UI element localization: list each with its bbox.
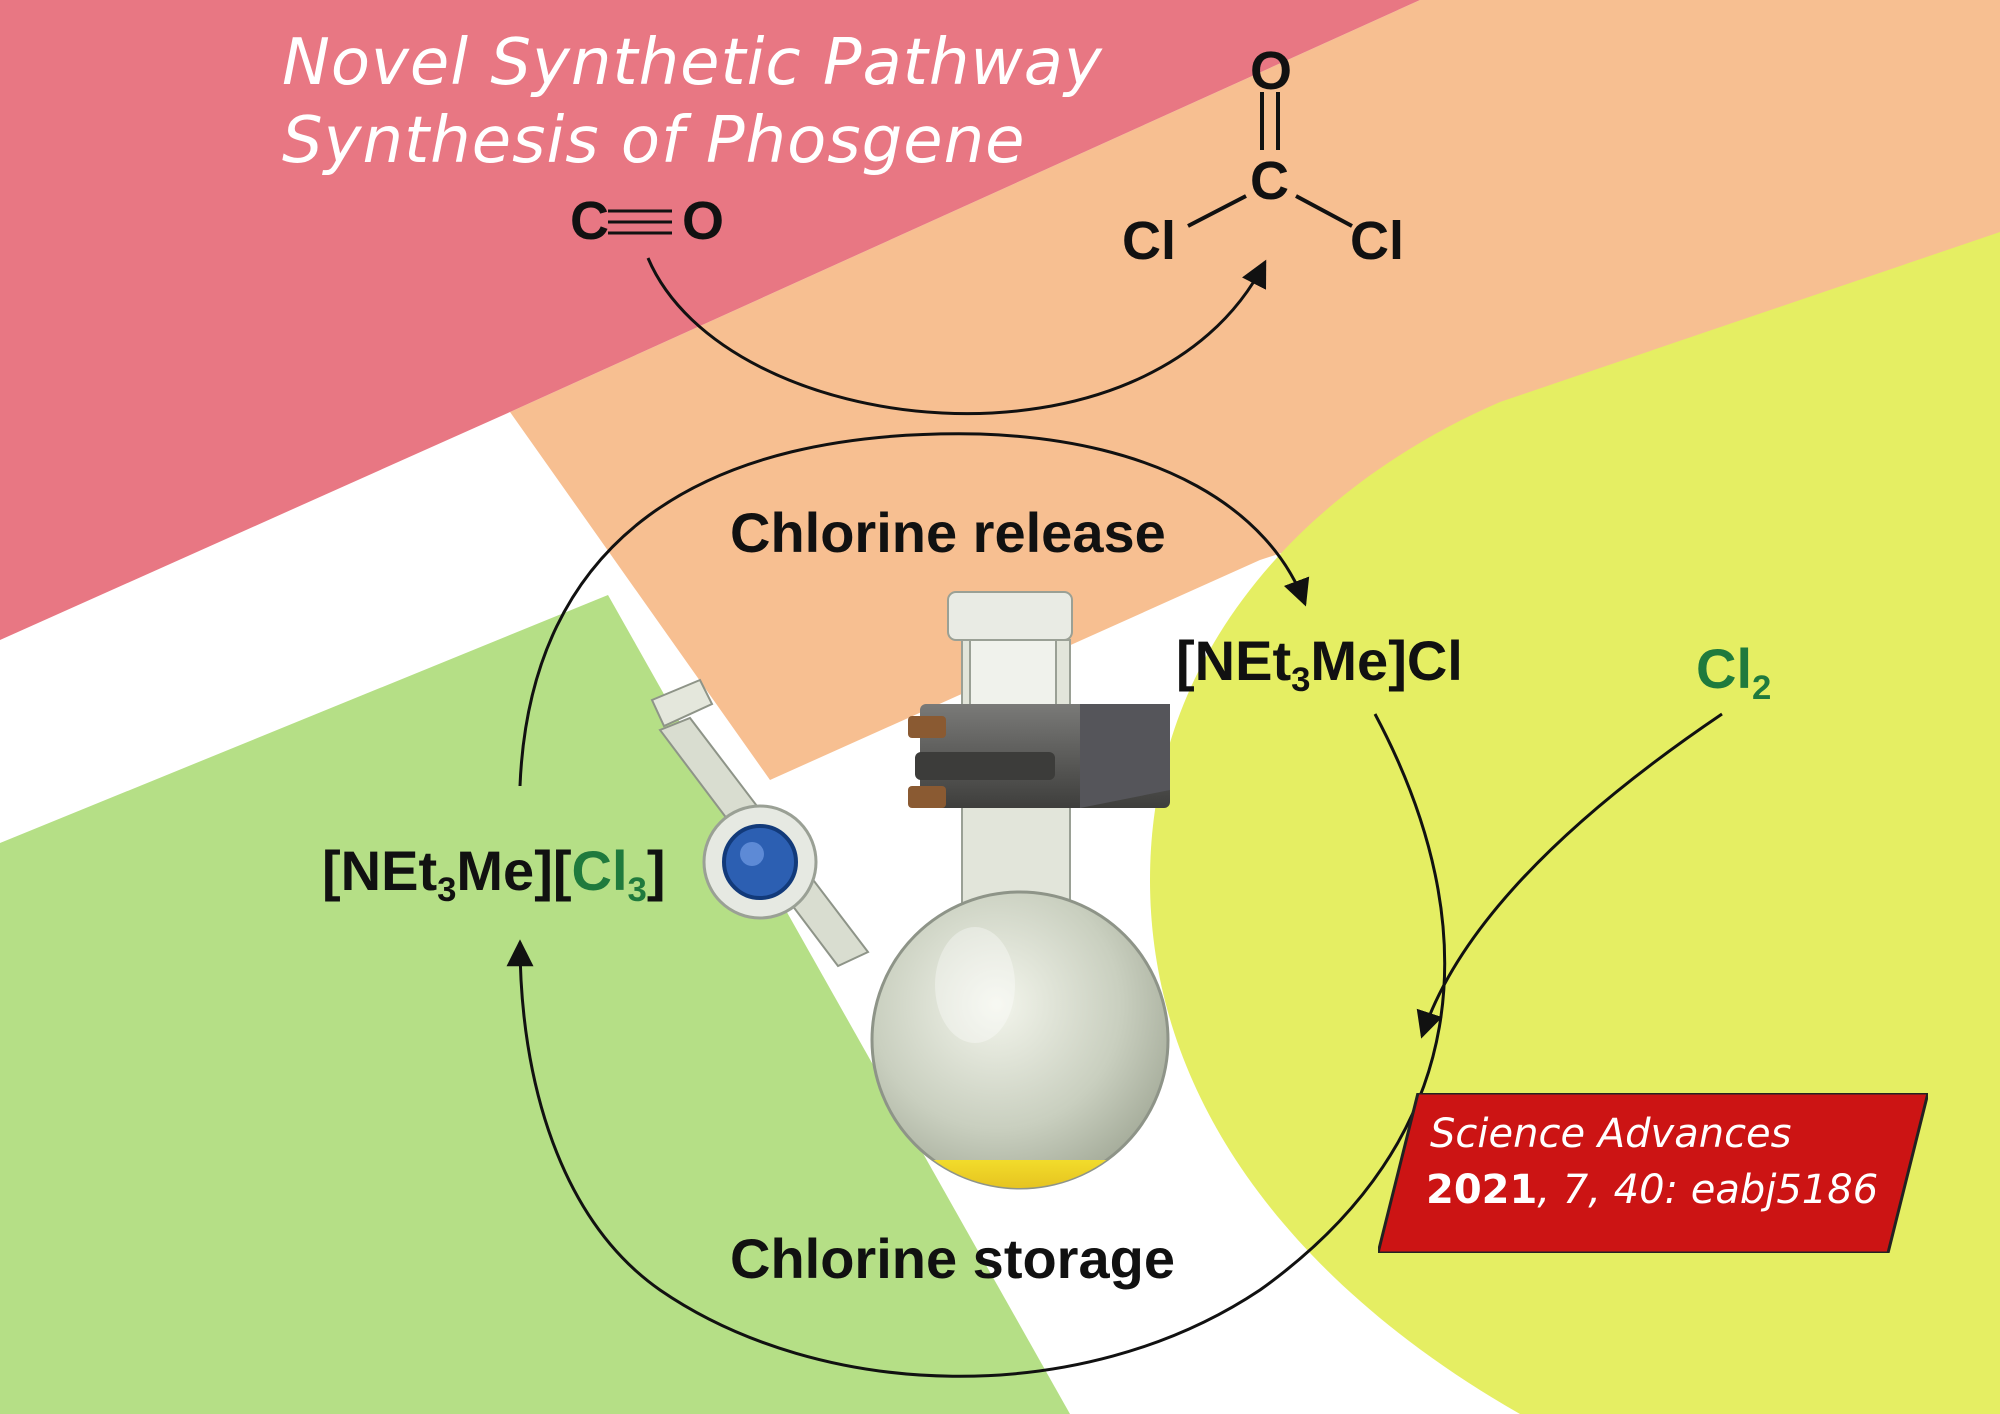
chlorine-storage-label: Chlorine storage [730,1227,1175,1290]
phosgene-chlorine-right: Cl [1350,211,1404,271]
chlorine-gas-subscript: 2 [1752,669,1772,708]
chlorine-storage-arrow [506,713,1447,1378]
trichloride-subscript: 3 [437,871,457,910]
phosgene-oxygen: O [1250,41,1293,101]
trichloride-chlorine: Cl [571,839,628,902]
chlorine-feed-arrow [1416,712,1723,1039]
flask-stopper-joint [969,639,1057,707]
phosgene-bond-left [1187,194,1247,228]
flask-stopper-top [947,591,1073,641]
chlorine-gas-label: Cl2 [1696,636,1771,708]
band-peach [510,0,2000,780]
clamp-arm [1080,704,1170,808]
band-green [0,595,1070,1414]
citation-reference: 2021, 7, 40: eabj5186 [1426,1167,1878,1213]
co-oxygen: O [682,191,725,251]
title-line-1: Novel Synthetic Pathway [282,26,1103,100]
flask-glare [935,927,1015,1043]
citation-parallelogram [1378,1093,1928,1253]
citation-journal: Science Advances [1430,1111,1792,1157]
citation-box: Science Advances 2021, 7, 40: eabj5186 [1378,1093,1928,1253]
band-pink [0,0,1420,640]
flask-hose-adapter [650,678,714,728]
trichloride-salt-label: [NEt3Me][Cl3] [322,838,665,910]
chloride-salt-suffix: Me]Cl [1310,629,1463,692]
clamp-pad-lower [908,786,946,808]
trichloride-middle: Me][ [456,839,572,902]
flask-yellow-liquid [872,1160,1168,1188]
chloride-salt-label: [NEt3Me]Cl [1176,628,1463,700]
phosgene-chlorine-left: Cl [1122,211,1176,271]
clamp-screw-bar [915,752,1055,780]
flask-bulb [870,890,1170,1190]
co-to-phosgene-arrow [646,257,1267,416]
flask-illustration [650,591,1170,1190]
co-carbon: C [570,191,609,251]
chloride-salt-subscript: 3 [1291,661,1311,700]
chlorine-release-arrow [518,432,1310,787]
clamp-pad-upper [908,716,946,738]
phosgene-bond-right [1295,194,1353,228]
phosgene-carbon: C [1250,151,1289,211]
chloride-salt-prefix: [NEt [1176,629,1292,692]
chlorine-gas-symbol: Cl [1696,637,1752,700]
trichloride-suffix: ] [646,839,666,902]
citation-volume-issue: , 7, 40: eabj5186 [1537,1167,1879,1213]
title-line-2: Synthesis of Phosgene [282,104,1026,178]
chlorine-release-label: Chlorine release [730,501,1166,564]
citation-journal-name: Science Advances [1430,1111,1792,1157]
trichloride-chlorine-subscript: 3 [627,871,647,910]
citation-year: 2021 [1426,1167,1538,1213]
stopcock-cap-highlight [740,842,764,866]
trichloride-prefix: [NEt [322,839,438,902]
